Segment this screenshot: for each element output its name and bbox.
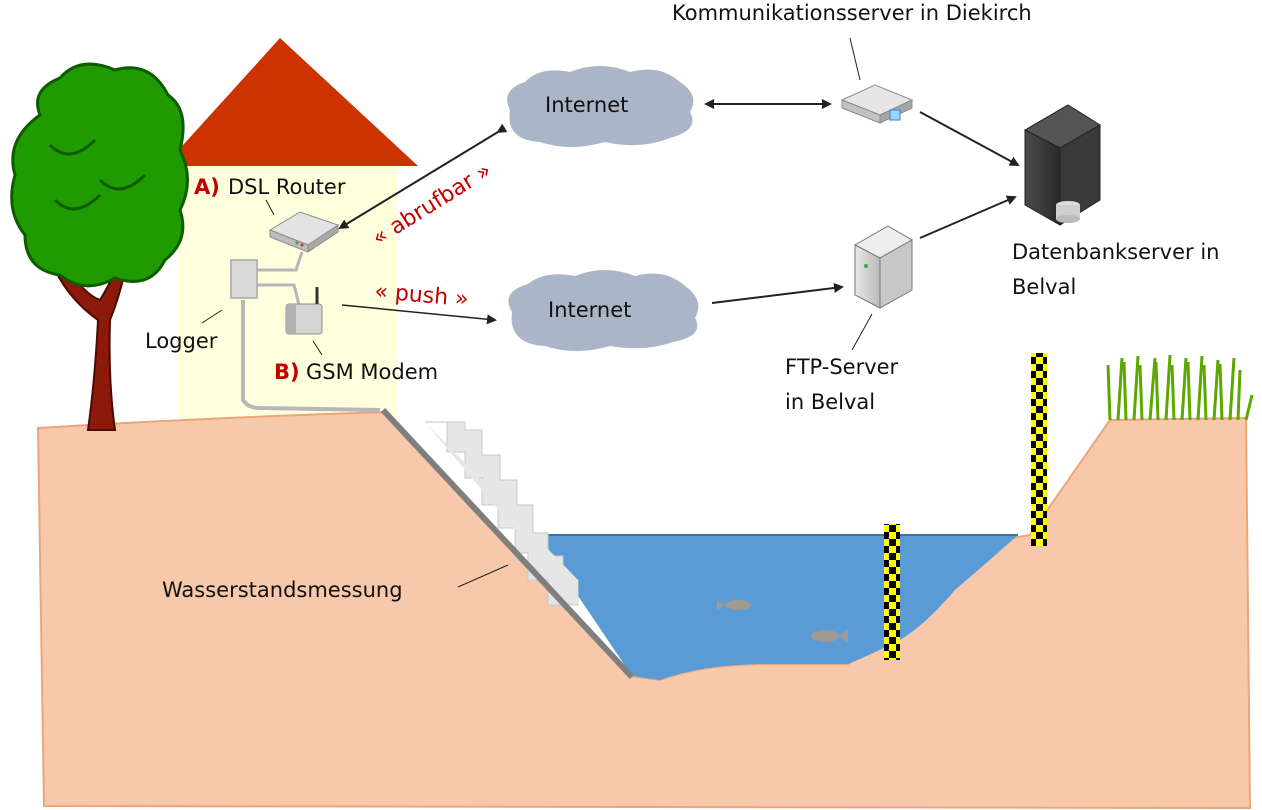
logger-cable bbox=[241, 300, 381, 412]
label-datenbank-line2: Belval bbox=[1012, 275, 1076, 299]
communication-server-icon bbox=[840, 84, 914, 124]
cloud-icon-top bbox=[507, 66, 694, 147]
grass-icon bbox=[1106, 354, 1254, 421]
cloud-icon-bottom bbox=[508, 270, 699, 351]
router-cable bbox=[258, 251, 304, 272]
label-gsm-prefix: B) bbox=[274, 360, 300, 384]
leader-lines bbox=[201, 37, 873, 588]
database-server-icon bbox=[1023, 104, 1101, 226]
dsl-router-icon bbox=[268, 211, 340, 253]
tree-icon bbox=[10, 62, 189, 431]
arrow-internet-ftp bbox=[711, 283, 844, 304]
arrow-kommunikation-datenbank bbox=[919, 111, 1020, 166]
label-ftp-line2: in Belval bbox=[785, 390, 875, 414]
water-gauge-icon-right bbox=[1031, 353, 1047, 546]
label-logger: Logger bbox=[145, 329, 218, 353]
label-internet-bottom: Internet bbox=[548, 298, 631, 322]
logger-box-icon bbox=[230, 259, 258, 299]
house-roof bbox=[164, 38, 418, 166]
sensor-pipe bbox=[380, 407, 635, 680]
arrow-push bbox=[341, 304, 497, 325]
arrow-abrufbar bbox=[338, 123, 508, 230]
label-ftp-line1: FTP-Server bbox=[785, 355, 899, 379]
water-gauge-icon-left bbox=[884, 524, 900, 660]
label-dsl-router: DSL Router bbox=[228, 175, 346, 199]
house-wall bbox=[178, 165, 398, 425]
stairs-fill bbox=[425, 422, 578, 605]
label-dsl-prefix: A) bbox=[194, 175, 220, 199]
ftp-server-icon bbox=[853, 225, 914, 309]
label-internet-top: Internet bbox=[545, 93, 628, 117]
label-gsm-modem: GSM Modem bbox=[306, 360, 438, 384]
label-datenbank-line1: Datenbankserver in bbox=[1012, 240, 1219, 264]
fish-icon bbox=[717, 600, 848, 642]
label-wasserstandsmessung: Wasserstandsmessung bbox=[162, 578, 403, 602]
label-kommunikationsserver: Kommunikationsserver in Diekirch bbox=[672, 1, 1032, 25]
arrow-ftp-datenbank bbox=[919, 195, 1017, 239]
gsm-modem-icon bbox=[285, 287, 323, 335]
modem-cable bbox=[258, 283, 301, 306]
